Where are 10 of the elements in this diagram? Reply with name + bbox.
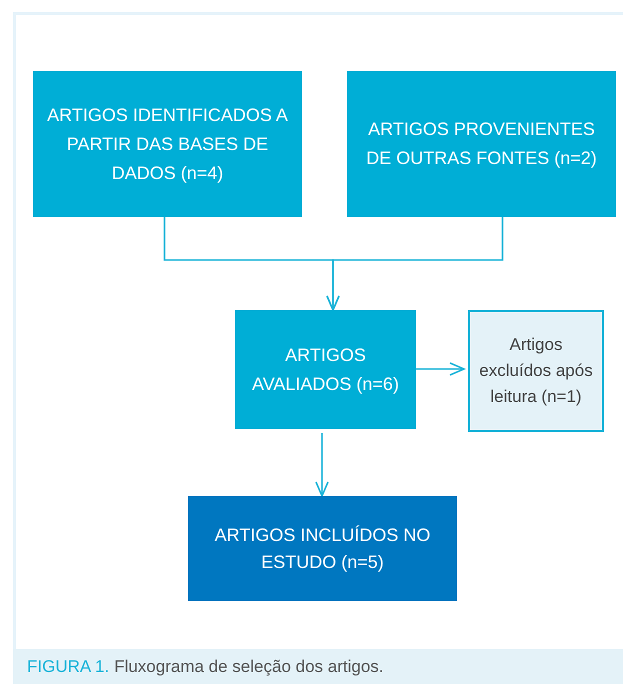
process-box: ARTIGOS AVALIADOS (n=6) xyxy=(235,310,416,429)
figure-caption: Fluxograma de seleção dos artigos. xyxy=(114,656,384,676)
result-box: ARTIGOS INCLUÍDOS NO ESTUDO (n=5) xyxy=(188,496,457,601)
arrow xyxy=(416,362,465,376)
arrow xyxy=(315,433,329,497)
process-box: ARTIGOS PROVENIENTES DE OUTRAS FONTES (n=2) xyxy=(347,71,616,217)
exclusion-box: Artigos excluídos após leitura (n=1) xyxy=(468,310,604,432)
arrow xyxy=(326,217,504,311)
figure-number: FIGURA 1. xyxy=(27,656,110,676)
process-box: ARTIGOS IDENTIFICADOS A PARTIR DAS BASES DE DADOS (n=4) xyxy=(33,71,302,217)
